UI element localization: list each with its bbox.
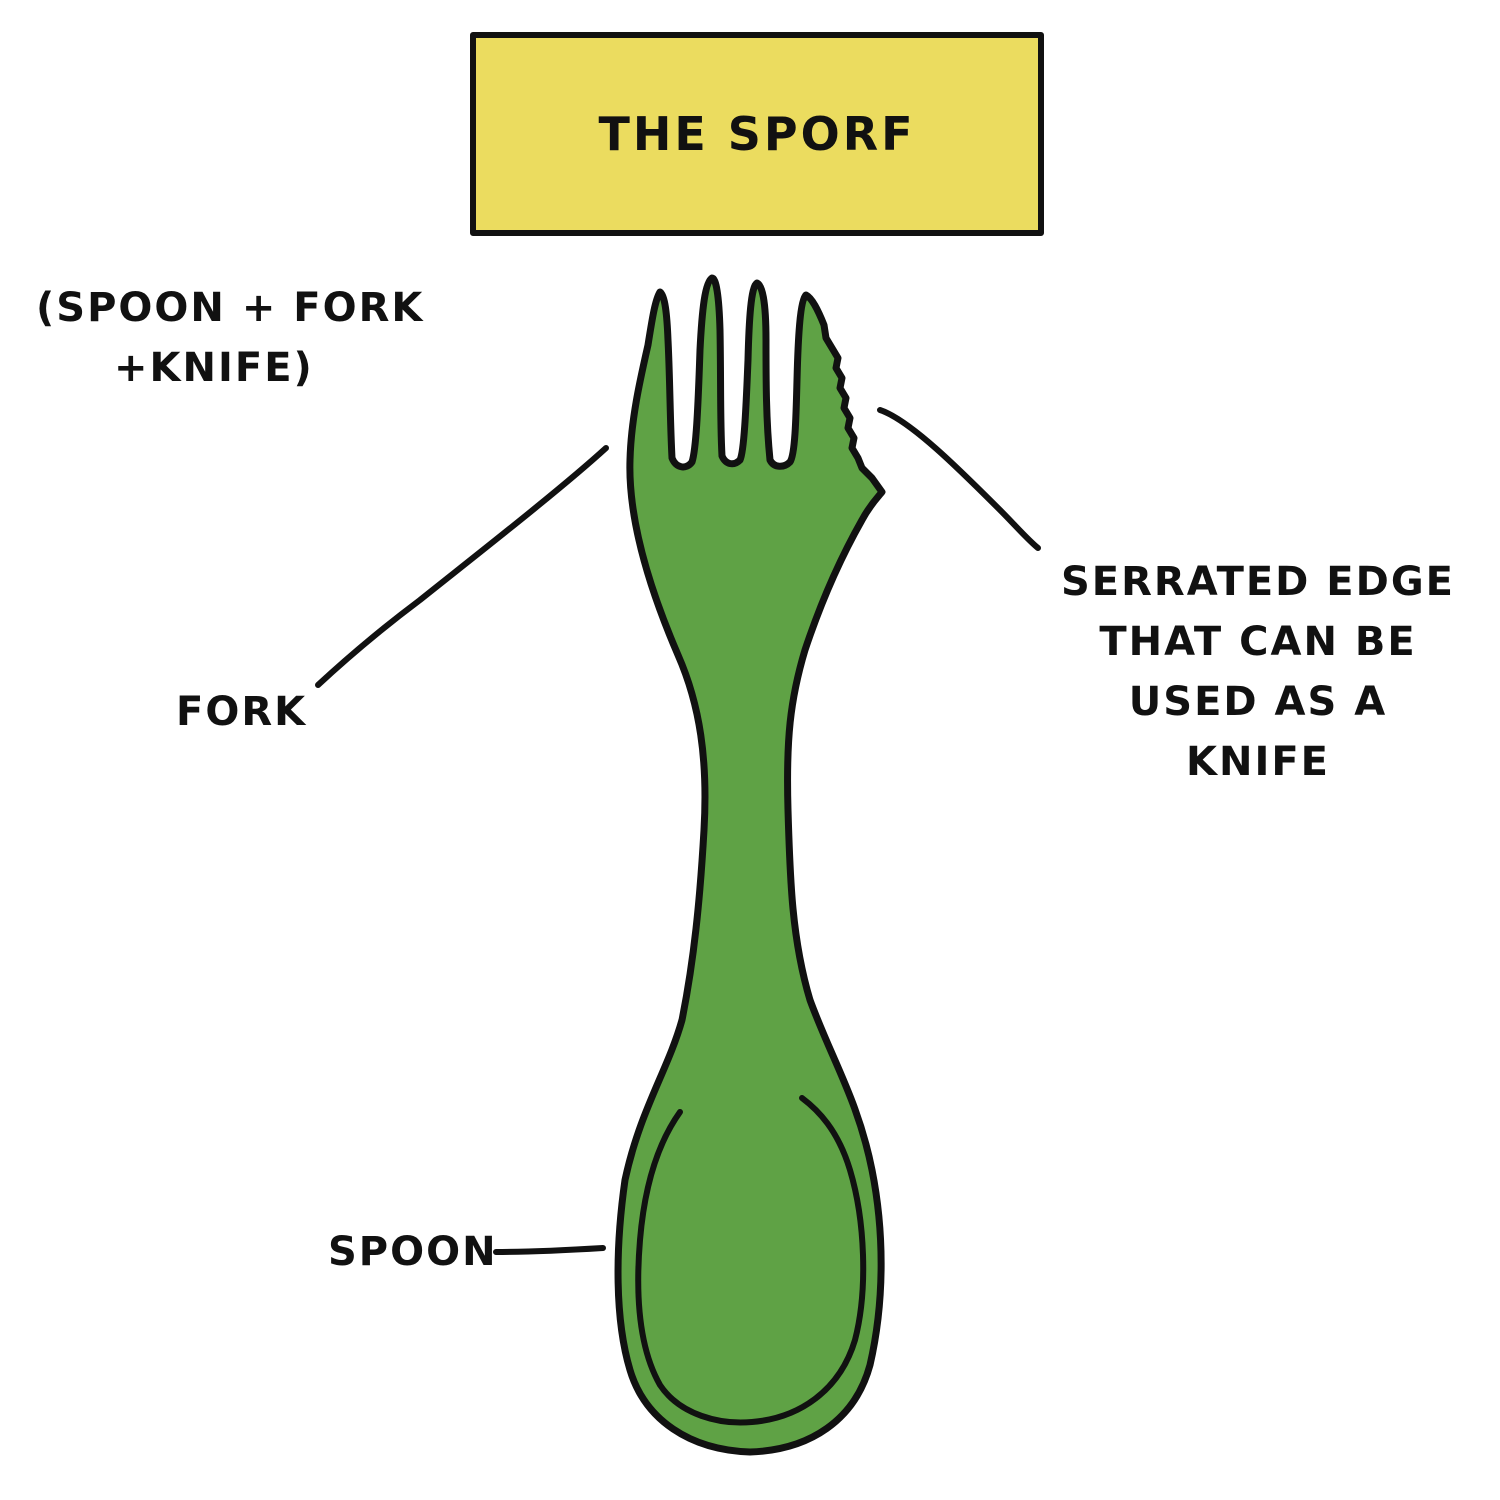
sporf-body [614,274,886,1456]
spoon-bowl-contour [635,1095,867,1426]
spoon-leader-line [493,1245,606,1255]
serrated-label-line-2: THAT CAN BE [1099,619,1417,665]
serrated-edge-label: SERRATED EDGE THAT CAN BE USED AS A KNIF… [1048,552,1468,792]
serrated-leader-line [877,407,1041,551]
serrated-label-line-3: USED AS A [1128,679,1388,725]
serrated-label-line-4: KNIFE [1185,739,1330,785]
fork-leader-line [315,445,609,688]
fork-label: FORK [176,689,308,735]
serrated-label-line-1: SERRATED EDGE [1060,559,1455,605]
subtitle-line-1: (SPOON + FORK [36,285,425,331]
subtitle: (SPOON + FORK +KNIFE) [36,278,424,398]
spoon-label: SPOON [328,1229,498,1275]
title-box: THE SPORF [470,32,1044,236]
diagram-title: THE SPORF [598,107,916,161]
subtitle-line-2: +KNIFE) [114,345,314,391]
